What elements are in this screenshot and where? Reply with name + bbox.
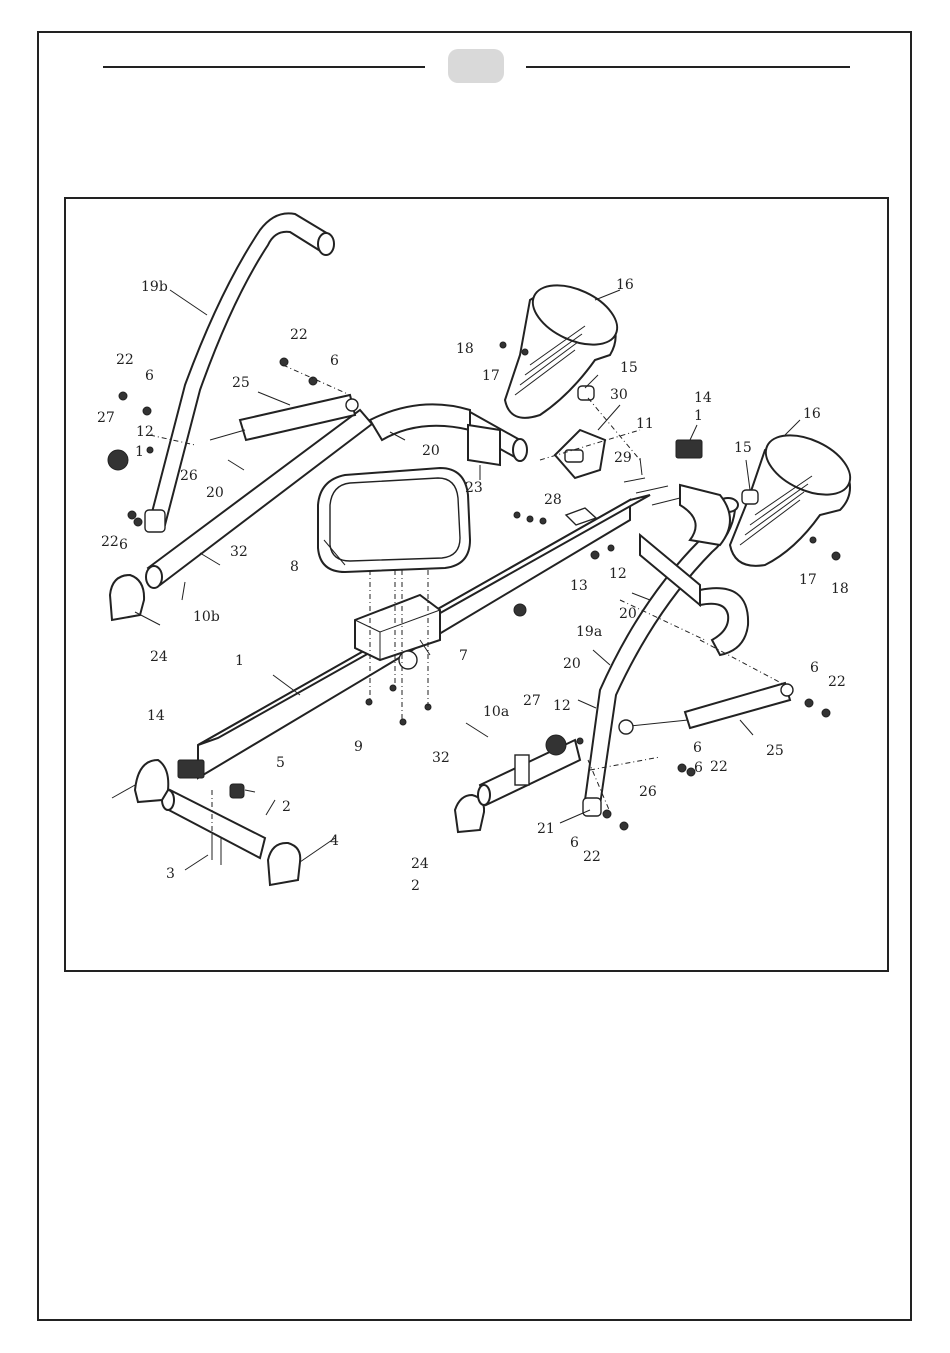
label-10a: 10a: [483, 704, 509, 720]
label-17: 17: [799, 572, 817, 588]
label-6: 6: [330, 353, 339, 369]
label-3: 3: [166, 866, 175, 882]
label-30: 30: [610, 387, 628, 403]
rear-stabilizer: [162, 790, 265, 858]
label-20: 20: [206, 485, 224, 501]
label-16: 16: [803, 406, 821, 422]
label-8: 8: [290, 559, 299, 575]
shock-25-right: [619, 683, 793, 734]
label-24: 24: [150, 649, 168, 665]
label-20: 20: [619, 606, 637, 622]
label-23: 23: [465, 480, 483, 496]
label-26: 26: [639, 784, 657, 800]
seat-8: [318, 468, 470, 572]
label-16: 16: [616, 277, 634, 293]
label-22: 22: [583, 849, 601, 865]
label-22: 22: [116, 352, 134, 368]
label-1: 1: [135, 444, 144, 460]
label-14: 14: [694, 390, 712, 406]
label-27: 27: [97, 410, 115, 426]
cap-24-rear: [135, 760, 168, 802]
label-6: 6: [145, 368, 154, 384]
bracket-23: [468, 425, 500, 465]
label-19b: 19b: [141, 279, 168, 295]
label-29: 29: [614, 450, 632, 466]
label-21: 21: [537, 821, 555, 837]
label-22: 22: [710, 759, 728, 775]
cap-4: [268, 843, 300, 885]
label-2: 2: [282, 799, 291, 815]
label-20: 20: [422, 443, 440, 459]
knob-27-right: [546, 735, 566, 755]
label-10b: 10b: [193, 609, 220, 625]
label-24: 24: [411, 856, 429, 872]
label-12: 12: [553, 698, 571, 714]
label-18: 18: [831, 581, 849, 597]
label-1: 1: [694, 408, 703, 424]
label-32: 32: [230, 544, 248, 560]
label-12: 12: [609, 566, 627, 582]
end-cap-14-right: [676, 440, 702, 458]
label-15: 15: [734, 440, 752, 456]
label-6: 6: [810, 660, 819, 676]
label-1: 1: [235, 653, 244, 669]
label-19a: 19a: [576, 624, 602, 640]
label-15: 15: [620, 360, 638, 376]
label-5: 5: [276, 755, 285, 771]
label-22: 22: [828, 674, 846, 690]
label-14: 14: [147, 708, 165, 724]
label-25: 25: [232, 375, 250, 391]
label-18: 18: [456, 341, 474, 357]
label-6: 6: [694, 760, 703, 776]
label-7: 7: [459, 648, 468, 664]
label-11: 11: [636, 416, 654, 432]
label-26: 26: [180, 468, 198, 484]
cap-24-left: [110, 575, 144, 620]
label-9: 9: [354, 739, 363, 755]
label-27: 27: [523, 693, 541, 709]
label-20: 20: [563, 656, 581, 672]
label-6: 6: [693, 740, 702, 756]
label-22: 22: [290, 327, 308, 343]
label-28: 28: [544, 492, 562, 508]
label-17: 17: [482, 368, 500, 384]
label-25: 25: [766, 743, 784, 759]
label-2: 2: [411, 878, 420, 894]
curved-tube: [370, 404, 470, 440]
end-cap-14-left: [178, 760, 204, 778]
label-32: 32: [432, 750, 450, 766]
label-4: 4: [330, 833, 339, 849]
monitor-30: [555, 430, 605, 478]
label-12: 12: [136, 424, 154, 440]
knob-27-left: [108, 450, 128, 470]
label-6: 6: [570, 835, 579, 851]
label-22: 22: [101, 534, 119, 550]
label-13: 13: [570, 578, 588, 594]
label-6: 6: [119, 537, 128, 553]
handle-19b: [145, 213, 334, 532]
